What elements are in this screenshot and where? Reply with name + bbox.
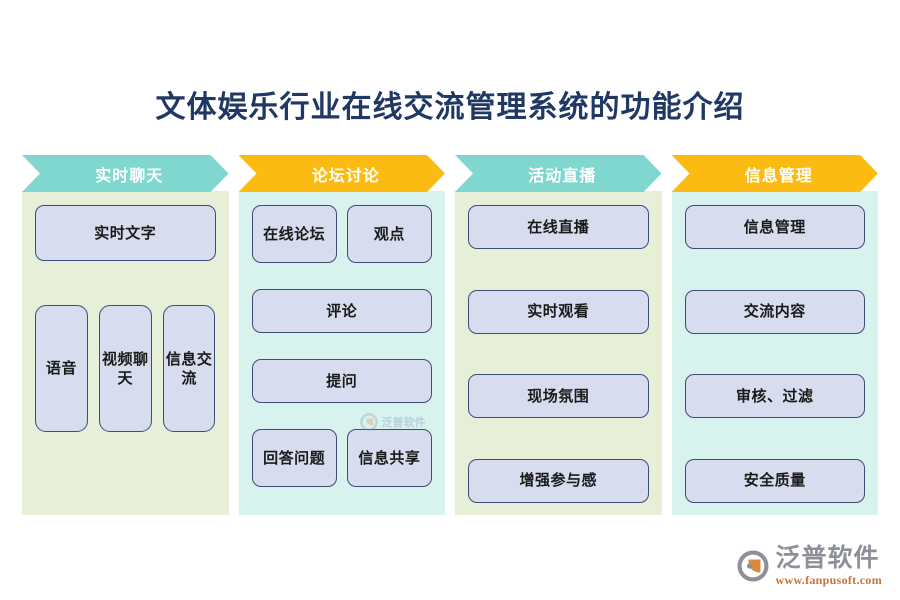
footer-brand-text: 泛普软件 www.fanpusoft.com xyxy=(775,544,882,587)
column-information-management: 信息管理 信息管理 交流内容 审核、过滤 安全质量 xyxy=(671,155,879,515)
column-banner-label: 活动直播 xyxy=(528,167,597,185)
feature-box[interactable]: 增强参与感 xyxy=(468,458,649,503)
feature-box-row: 语音 视频聊天 信息交流 xyxy=(35,305,216,432)
feature-box[interactable]: 实时文字 xyxy=(35,205,216,261)
spacer xyxy=(35,261,216,305)
feature-box[interactable]: 实时观看 xyxy=(468,289,649,334)
spacer xyxy=(252,263,433,289)
feature-box[interactable]: 现场氛围 xyxy=(468,374,649,419)
column-banner-information-management[interactable]: 信息管理 xyxy=(672,155,879,192)
page-title: 文体娱乐行业在线交流管理系统的功能介绍 xyxy=(155,91,745,124)
feature-box[interactable]: 信息管理 xyxy=(684,205,865,249)
footer-brand-logo: 泛普软件 www.fanpusoft.com xyxy=(736,546,882,586)
feature-box-stack: 在线直播 实时观看 现场氛围 增强参与感 xyxy=(468,205,649,503)
feature-box[interactable]: 提问 xyxy=(251,359,432,403)
column-panel-realtime-chat: 实时文字 语音 视频聊天 信息交流 xyxy=(22,191,229,515)
footer-brand-name: 泛普软件 xyxy=(775,544,880,572)
fanpu-logo-icon xyxy=(736,549,770,583)
column-panel-information-management: 信息管理 交流内容 审核、过滤 安全质量 xyxy=(671,191,878,515)
column-banner-forum-discussion[interactable]: 论坛讨论 xyxy=(239,155,446,192)
feature-box[interactable]: 评论 xyxy=(251,289,432,333)
feature-box-stack: 信息管理 交流内容 审核、过滤 安全质量 xyxy=(684,205,865,503)
column-banner-label: 信息管理 xyxy=(744,167,813,185)
feature-box[interactable]: 语音 xyxy=(35,305,88,432)
spacer xyxy=(252,403,433,429)
feature-box-row: 在线论坛 观点 xyxy=(251,205,432,263)
feature-box[interactable]: 审核、过滤 xyxy=(684,374,865,419)
column-panel-live-broadcast: 在线直播 实时观看 现场氛围 增强参与感 xyxy=(455,191,662,515)
column-panel-forum-discussion: 在线论坛 观点 评论 提问 回答问题 信息共享 泛普软件 xyxy=(238,191,445,515)
feature-columns: 实时聊天 实时文字 语音 视频聊天 信息交流 论坛讨论 在线论坛 观点 评论 提… xyxy=(22,155,878,515)
feature-box[interactable]: 安全质量 xyxy=(684,458,865,503)
feature-box[interactable]: 在线论坛 xyxy=(251,205,337,263)
spacer xyxy=(252,333,433,359)
feature-box[interactable]: 信息共享 xyxy=(346,429,432,487)
column-banner-realtime-chat[interactable]: 实时聊天 xyxy=(22,155,229,192)
feature-box[interactable]: 视频聊天 xyxy=(98,305,152,432)
feature-box-row: 回答问题 信息共享 xyxy=(251,429,432,487)
column-realtime-chat: 实时聊天 实时文字 语音 视频聊天 信息交流 xyxy=(22,155,229,515)
column-banner-label: 实时聊天 xyxy=(95,167,164,185)
feature-box[interactable]: 在线直播 xyxy=(468,205,649,249)
feature-box[interactable]: 信息交流 xyxy=(162,305,216,432)
column-banner-label: 论坛讨论 xyxy=(311,167,380,185)
feature-box[interactable]: 观点 xyxy=(346,205,432,263)
feature-box[interactable]: 交流内容 xyxy=(684,289,865,334)
feature-box[interactable]: 回答问题 xyxy=(251,429,337,487)
column-banner-live-broadcast[interactable]: 活动直播 xyxy=(455,155,662,192)
column-forum-discussion: 论坛讨论 在线论坛 观点 评论 提问 回答问题 信息共享 xyxy=(238,155,446,515)
footer-brand-url: www.fanpusoft.com xyxy=(775,573,882,587)
column-live-broadcast: 活动直播 在线直播 实时观看 现场氛围 增强参与感 xyxy=(455,155,662,515)
